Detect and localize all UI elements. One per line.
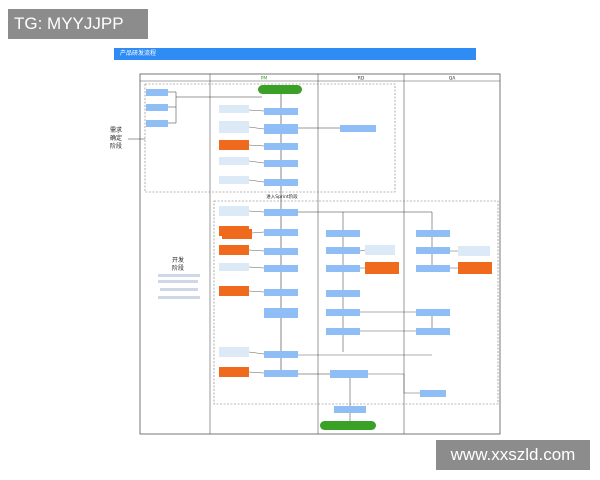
lane-header-qa: QA [449, 76, 457, 82]
note-node [219, 347, 249, 357]
connector [248, 109, 265, 112]
end-terminal [320, 421, 376, 430]
process-node [326, 309, 360, 316]
process-node [264, 308, 298, 318]
process-node [264, 289, 298, 296]
process-node [264, 229, 298, 236]
process-node [340, 125, 376, 132]
connector [248, 179, 265, 183]
process-node [326, 290, 360, 297]
process-node [264, 143, 298, 150]
note-node [458, 246, 490, 256]
stage-label: 开发 [172, 256, 184, 264]
process-node [326, 265, 360, 272]
process-node [264, 108, 298, 115]
stage-label: 阶段 [172, 264, 184, 272]
sprint-label: 进入Sprint阶段 [266, 193, 298, 200]
note-node [219, 263, 249, 271]
note-node [222, 229, 252, 239]
note-node [219, 286, 249, 296]
note-node [365, 262, 399, 274]
process-node [146, 89, 168, 96]
note-node [365, 245, 395, 255]
process-node [264, 179, 298, 186]
stage-label: 需求 [110, 126, 122, 134]
connector [248, 160, 265, 164]
connector [248, 290, 265, 293]
lane-header-rd: RD [358, 76, 365, 82]
lane-header-pm: PM [261, 76, 268, 82]
stage-note [160, 288, 198, 291]
note-node [219, 121, 249, 133]
start-terminal [258, 85, 302, 94]
connector [248, 210, 265, 213]
requirements-stage-region [144, 83, 396, 193]
connector [248, 249, 265, 252]
page-title: 产品研发流程 [114, 48, 476, 60]
stage-label: 阶段 [110, 142, 122, 150]
connector [248, 126, 265, 130]
process-node [416, 230, 450, 237]
note-node [458, 262, 492, 274]
development-stage-region [213, 200, 499, 405]
process-node [334, 406, 366, 413]
connector [248, 371, 265, 374]
note-node [219, 105, 249, 113]
stage-note [158, 296, 200, 299]
note-node [219, 176, 249, 184]
connector [248, 144, 265, 147]
process-node [264, 370, 298, 377]
process-node [416, 265, 450, 272]
note-node [219, 140, 249, 150]
process-node [416, 309, 450, 316]
process-node [264, 160, 298, 167]
process-node [264, 265, 298, 272]
watermark-top: TG: MYYJJPP [8, 9, 148, 39]
process-node [326, 230, 360, 237]
process-node [326, 328, 360, 335]
note-node [219, 157, 249, 165]
connector [248, 351, 265, 355]
swimlane-frame [139, 73, 501, 435]
process-node [416, 328, 450, 335]
process-node [264, 209, 298, 216]
process-node [326, 247, 360, 254]
note-node [219, 245, 249, 255]
process-node [330, 370, 368, 378]
process-node [420, 390, 446, 397]
stage-label: 确定 [110, 134, 122, 142]
process-node [264, 351, 298, 358]
process-node [146, 104, 168, 111]
process-node [146, 120, 168, 127]
note-node [219, 206, 249, 216]
process-node [416, 247, 450, 254]
process-node [264, 248, 298, 255]
stage-note [158, 274, 200, 277]
watermark-bottom: www.xxszld.com [436, 440, 590, 470]
connector [359, 249, 366, 252]
process-node [264, 124, 298, 134]
stage-note [158, 280, 198, 283]
connector [248, 266, 265, 269]
note-node [219, 367, 249, 377]
connector [251, 231, 265, 234]
